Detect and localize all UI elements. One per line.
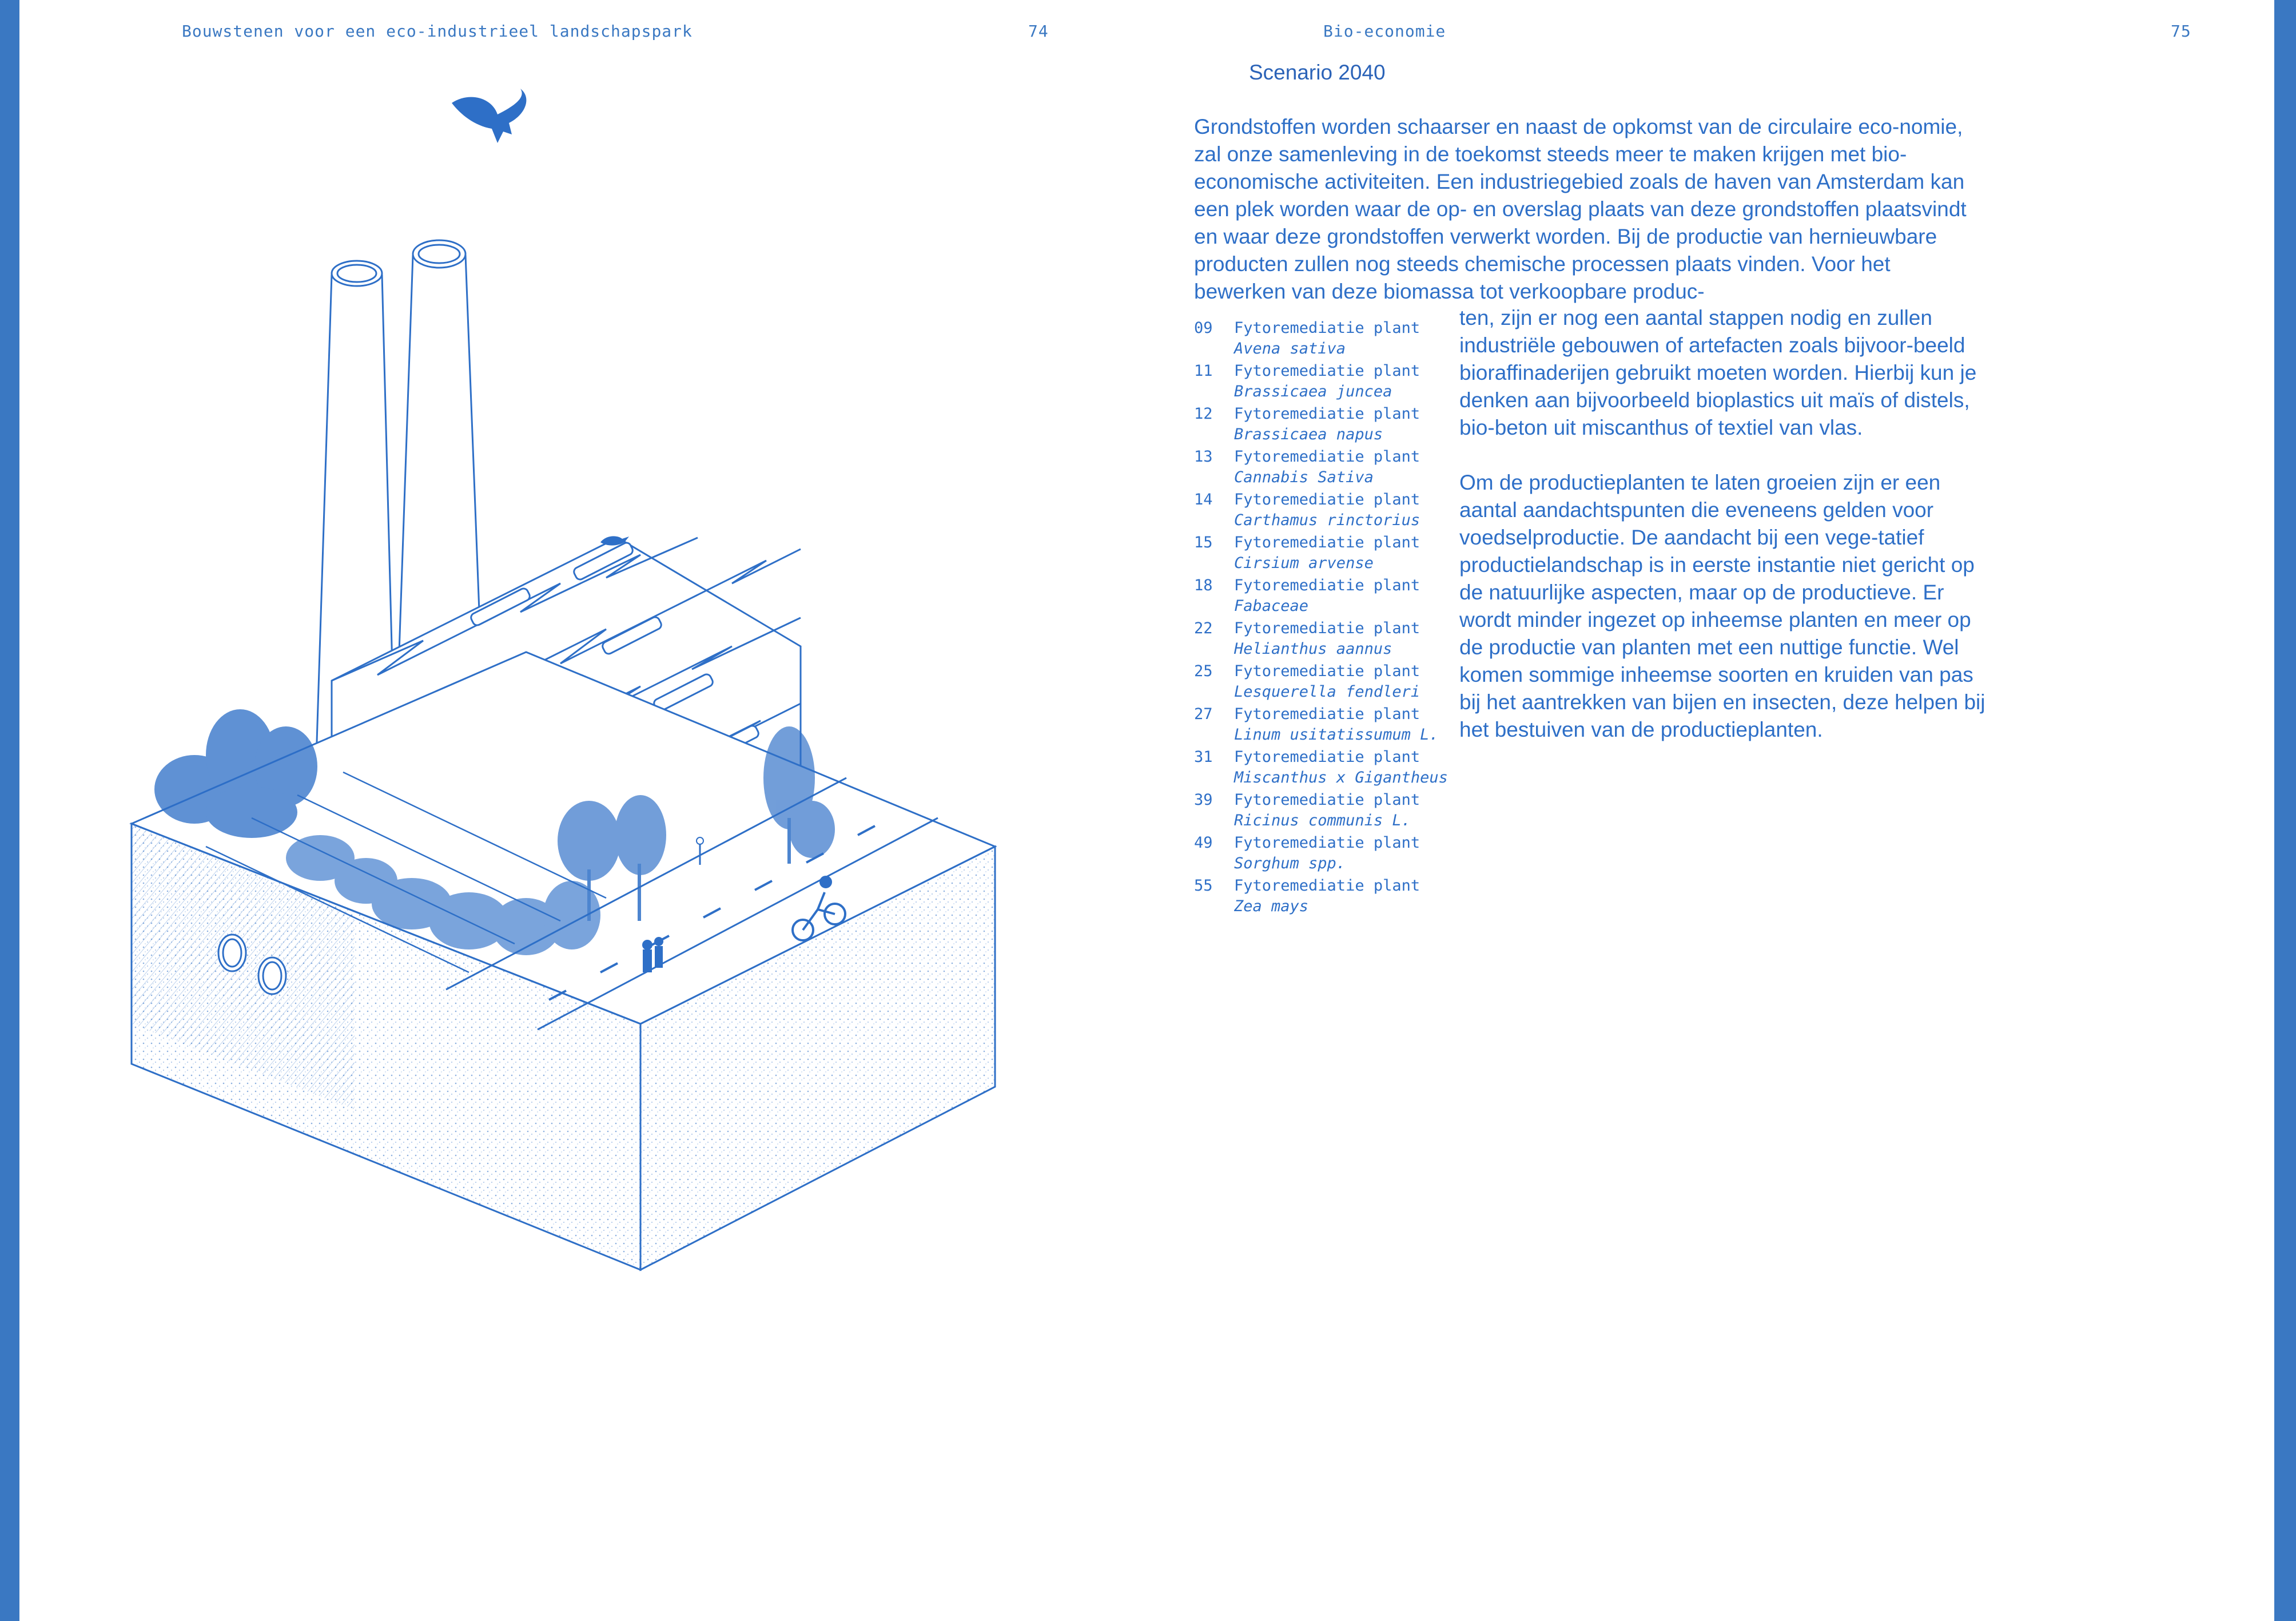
people — [642, 837, 704, 972]
plant-label: Fytoremediatie plant — [1234, 448, 1420, 466]
plant-number: 12 — [1194, 405, 1213, 423]
plant-species: Brassicaea napus — [1234, 426, 1383, 443]
bird-icon — [452, 89, 527, 143]
plant-label: Fytoremediatie plant — [1234, 877, 1420, 895]
plant-label: Fytoremediatie plant — [1234, 791, 1420, 809]
vegetation — [154, 709, 835, 955]
plant-label: Fytoremediatie plant — [1234, 748, 1420, 766]
scenario-title: Scenario 2040 — [1249, 61, 1386, 84]
plant-number: 14 — [1194, 491, 1213, 508]
plant-species: Lesquerella fendleri — [1234, 683, 1420, 701]
plant-species: Sorghum spp. — [1234, 855, 1346, 872]
plant-species: Miscanthus x Gigantheus — [1234, 769, 1448, 786]
intro-paragraph: Grondstoffen worden schaarser en naast d… — [1194, 115, 1967, 303]
plant-number: 27 — [1194, 705, 1213, 723]
plant-number: 13 — [1194, 448, 1213, 466]
plant-label: Fytoremediatie plant — [1234, 534, 1420, 551]
running-head-left-title: Bouwstenen voor een eco-industrieel land… — [182, 22, 693, 41]
cyclist-icon — [791, 876, 846, 941]
plant-label: Fytoremediatie plant — [1234, 705, 1420, 723]
plant-number: 18 — [1194, 577, 1213, 594]
plant-label: Fytoremediatie plant — [1234, 662, 1420, 680]
plant-species: Linum usitatissumum L. — [1234, 726, 1439, 744]
plant-number: 15 — [1194, 534, 1213, 551]
left-page-edge — [0, 0, 19, 1621]
page-number-left: 74 — [1028, 22, 1049, 41]
plant-number: 25 — [1194, 662, 1213, 680]
plant-number: 55 — [1194, 877, 1213, 895]
plant-species: Avena sativa — [1234, 340, 1346, 357]
small-bird-icon — [600, 536, 629, 546]
axonometric-illustration — [129, 89, 997, 1272]
plant-species: Helianthus aannus — [1234, 640, 1392, 658]
plant-number: 49 — [1194, 834, 1213, 852]
page-number-right: 75 — [2171, 22, 2191, 41]
plant-number: 31 — [1194, 748, 1213, 766]
plant-label: Fytoremediatie plant — [1234, 362, 1420, 380]
plant-label: Fytoremediatie plant — [1234, 491, 1420, 508]
plant-label: Fytoremediatie plant — [1234, 834, 1420, 852]
plant-species: Cannabis Sativa — [1234, 468, 1374, 486]
plant-species: Carthamus rinctorius — [1234, 511, 1420, 529]
plant-number: 09 — [1194, 319, 1213, 337]
plant-number: 39 — [1194, 791, 1213, 809]
chimney-right — [398, 239, 482, 653]
plant-species: Zea mays — [1234, 897, 1309, 915]
plant-label: Fytoremediatie plant — [1234, 405, 1420, 423]
plant-label: Fytoremediatie plant — [1234, 577, 1420, 594]
body-column: ten, zijn er nog een aantal stappen nodi… — [1459, 304, 1985, 771]
plant-number: 11 — [1194, 362, 1213, 380]
plant-label: Fytoremediatie plant — [1234, 619, 1420, 637]
plant-number: 22 — [1194, 619, 1213, 637]
right-page-edge — [2274, 0, 2296, 1621]
body-paragraph-2: Om de productieplanten te laten groeien … — [1459, 471, 1985, 741]
plant-species: Cirsium arvense — [1234, 554, 1374, 572]
plant-label: Fytoremediatie plant — [1234, 319, 1420, 337]
plant-species: Brassicaea juncea — [1234, 383, 1392, 400]
running-head-right-title: Bio-economie — [1323, 22, 1446, 41]
plant-species: Ricinus communis L. — [1234, 812, 1411, 829]
body-paragraph-1: ten, zijn er nog een aantal stappen nodi… — [1459, 306, 1977, 439]
plant-species: Fabaceae — [1234, 597, 1309, 615]
